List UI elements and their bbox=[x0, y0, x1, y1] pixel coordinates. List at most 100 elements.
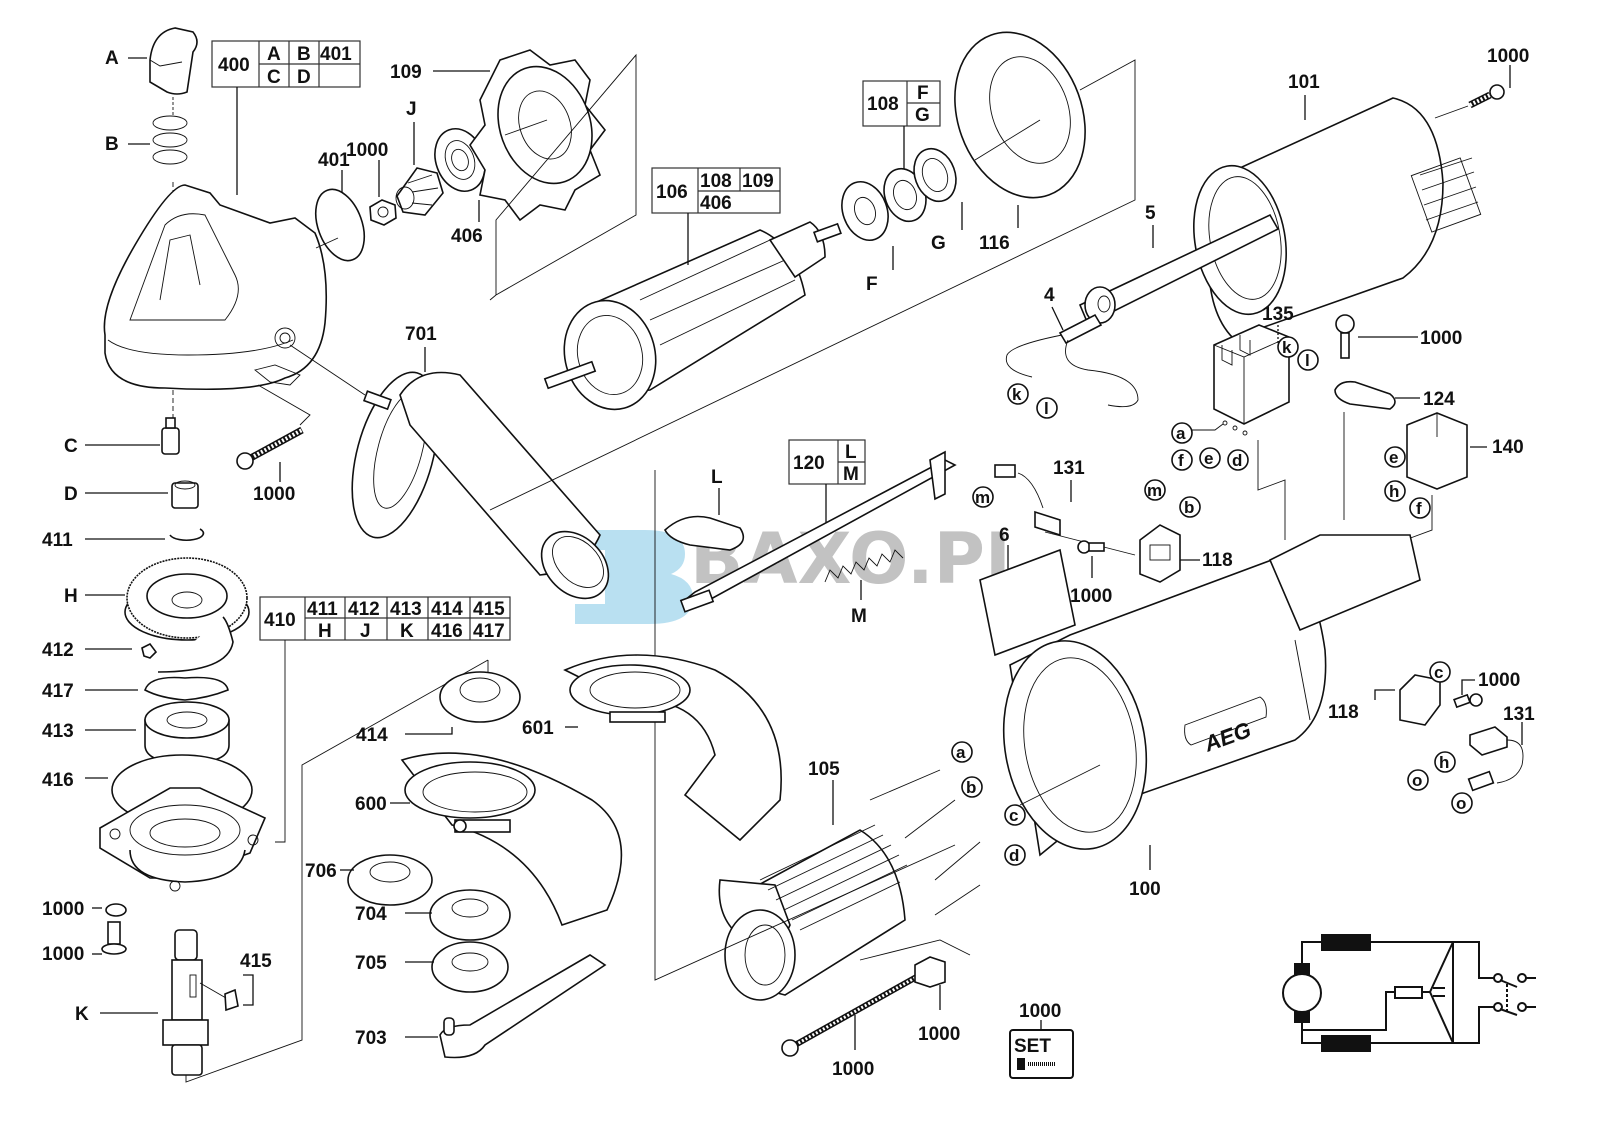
part-K-spindle[interactable] bbox=[162, 929, 209, 1076]
svg-text:a: a bbox=[1176, 424, 1186, 443]
part-116-air-baffle[interactable] bbox=[933, 14, 1108, 216]
connector-f-suppressor: f bbox=[1409, 497, 1431, 519]
parts-table-106: 106 108 109 406 bbox=[651, 167, 781, 214]
part-C-pin[interactable] bbox=[161, 417, 180, 455]
label-4: 4 bbox=[1044, 285, 1055, 306]
part-118-brush-holder-top[interactable] bbox=[1139, 524, 1181, 583]
part-600-wheel-guard[interactable] bbox=[400, 752, 623, 927]
part-A-spindle-lock-button[interactable] bbox=[149, 27, 198, 95]
label-411: 411 bbox=[42, 530, 73, 551]
svg-text:f: f bbox=[1178, 451, 1184, 470]
svg-text:c: c bbox=[1009, 806, 1018, 825]
label-413: 413 bbox=[42, 721, 74, 742]
part-B-spring[interactable] bbox=[152, 115, 188, 165]
part-1000-brushholder-screw[interactable] bbox=[1077, 540, 1105, 554]
part-100-motor-housing[interactable]: AEG bbox=[988, 534, 1421, 861]
table-120-main: 120 bbox=[793, 453, 825, 474]
svg-text:k: k bbox=[1012, 385, 1022, 404]
label-D: D bbox=[64, 484, 78, 505]
part-135-switch[interactable] bbox=[1213, 324, 1290, 436]
part-118-brush-holder-right[interactable] bbox=[1399, 674, 1441, 726]
part-411-circlip[interactable] bbox=[169, 528, 205, 542]
part-M-spring[interactable] bbox=[824, 549, 904, 583]
label-1000-washer: 1000 bbox=[42, 899, 84, 920]
part-417-wave-washer[interactable] bbox=[144, 676, 229, 701]
label-706: 706 bbox=[305, 861, 337, 882]
part-1000-rear-screw[interactable] bbox=[1468, 84, 1505, 109]
part-701-side-handle[interactable] bbox=[336, 363, 621, 612]
part-1000-hex-nut[interactable] bbox=[369, 199, 397, 226]
label-105: 105 bbox=[808, 759, 840, 780]
connector-a-coil: a bbox=[951, 741, 973, 763]
label-1000-long-screw: 1000 bbox=[832, 1059, 874, 1080]
part-109-fan[interactable] bbox=[469, 49, 608, 222]
part-131-carbon-brush-right[interactable] bbox=[1467, 726, 1524, 792]
table-400-cell: B bbox=[297, 44, 311, 65]
connector-h-suppressor: h bbox=[1384, 480, 1406, 502]
part-1000-spring-washer[interactable] bbox=[105, 903, 127, 917]
part-703-pin-wrench[interactable] bbox=[439, 954, 607, 1059]
group-bracket-105 bbox=[654, 470, 956, 981]
connector-k-switch: k bbox=[1277, 336, 1299, 358]
label-5: 5 bbox=[1145, 203, 1156, 224]
part-106-armature[interactable] bbox=[543, 221, 842, 420]
label-1000-left-screw: 1000 bbox=[253, 484, 295, 505]
part-410-bearing-flange[interactable] bbox=[99, 787, 267, 892]
part-D-sleeve[interactable] bbox=[171, 480, 199, 509]
label-1000-clamp-screw: 1000 bbox=[1420, 328, 1462, 349]
table-410-cell: H bbox=[318, 621, 332, 642]
part-1000-long-screw[interactable] bbox=[781, 972, 922, 1057]
part-6-nameplate[interactable] bbox=[979, 548, 1076, 657]
part-L-switch-button[interactable] bbox=[664, 515, 745, 551]
part-4-power-cord[interactable] bbox=[1005, 313, 1139, 408]
part-F-bearing-cap[interactable] bbox=[834, 175, 896, 246]
table-120-cell: L bbox=[845, 442, 857, 463]
part-415-woodruff-key[interactable] bbox=[224, 988, 239, 1012]
watermark-text: BAXO.PL bbox=[690, 518, 1029, 600]
baxo-watermark: BAXO.PL bbox=[575, 518, 1029, 624]
label-140: 140 bbox=[1492, 437, 1524, 458]
table-400-cell: C bbox=[267, 67, 281, 88]
label-L: L bbox=[711, 467, 723, 488]
svg-text:l: l bbox=[1044, 399, 1049, 418]
part-1000-clamp-screw[interactable] bbox=[1335, 314, 1355, 359]
part-105-field-coil[interactable] bbox=[718, 824, 908, 1001]
svg-text:m: m bbox=[975, 488, 990, 507]
table-108-main: 108 bbox=[867, 94, 899, 115]
part-705-outer-flange[interactable] bbox=[431, 941, 509, 993]
part-H-bevel-gear[interactable] bbox=[124, 557, 250, 641]
label-414: 414 bbox=[356, 725, 388, 746]
part-101-rear-housing[interactable] bbox=[1183, 97, 1482, 339]
part-124-cable-clamp[interactable] bbox=[1334, 380, 1396, 410]
part-704-clamp-nut[interactable] bbox=[429, 889, 511, 941]
parts-table-400: 400 A B 401 C D bbox=[211, 40, 361, 88]
part-1000-coil-clip[interactable] bbox=[914, 956, 946, 988]
part-131-carbon-brush-top[interactable] bbox=[994, 464, 1061, 537]
table-106-cell: 406 bbox=[700, 193, 732, 214]
table-410-cell: 414 bbox=[431, 599, 463, 620]
part-706-inner-flange[interactable] bbox=[347, 854, 433, 906]
part-120-switch-rod[interactable] bbox=[679, 450, 957, 613]
part-1000-flange-bolt[interactable] bbox=[101, 921, 127, 955]
part-J-pinion-gear[interactable] bbox=[395, 167, 444, 216]
part-601-wheel-guard[interactable] bbox=[563, 654, 782, 842]
parts-table-108: 108 F G bbox=[862, 80, 941, 127]
label-703: 703 bbox=[355, 1028, 387, 1049]
label-401: 401 bbox=[318, 150, 350, 171]
label-600: 600 bbox=[355, 794, 387, 815]
part-413-bearing[interactable] bbox=[144, 701, 230, 764]
svg-text:b: b bbox=[1184, 498, 1194, 517]
part-400-gear-housing[interactable] bbox=[103, 184, 327, 391]
part-140-suppressor[interactable] bbox=[1406, 412, 1468, 490]
part-412-retaining-ring[interactable] bbox=[157, 616, 234, 673]
part-414-shaft-seal[interactable] bbox=[439, 671, 521, 723]
svg-text:b: b bbox=[966, 778, 976, 797]
connector-e-switch: e bbox=[1199, 447, 1221, 469]
label-701: 701 bbox=[405, 324, 437, 345]
part-1000-housing-screw[interactable] bbox=[236, 426, 304, 470]
part-G-bearing-sleeve[interactable] bbox=[907, 143, 963, 207]
label-G: G bbox=[931, 233, 946, 254]
table-106-main: 106 bbox=[656, 182, 688, 203]
part-1000-right-screw[interactable] bbox=[1453, 693, 1483, 709]
